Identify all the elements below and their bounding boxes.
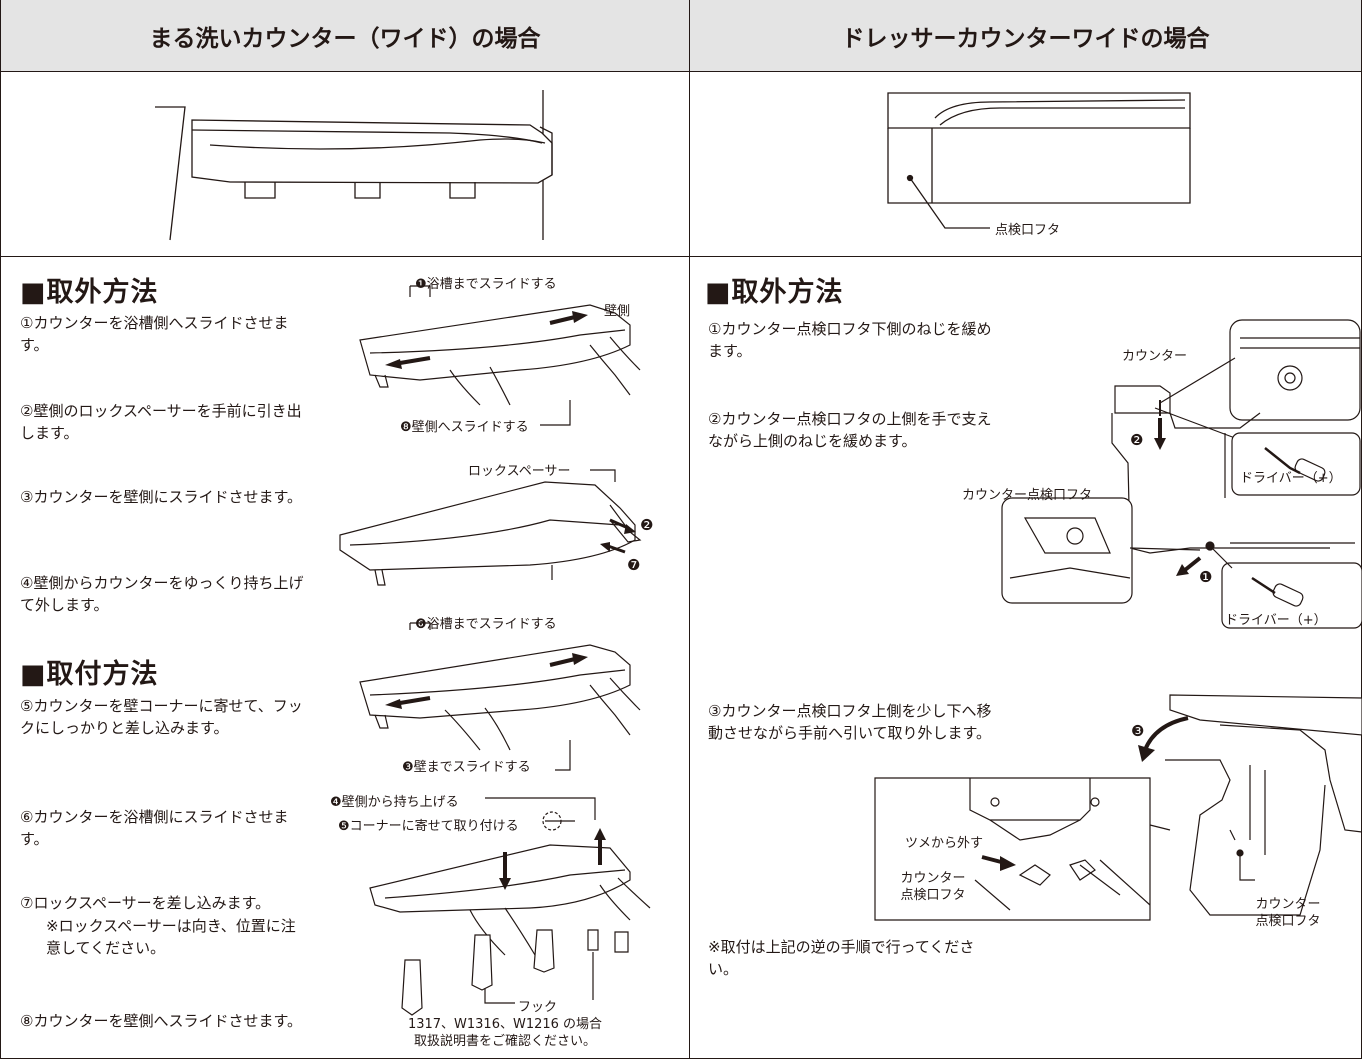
small-lid-label: カウンター 点検口フタ — [893, 870, 973, 904]
slide-to-wall-8-label: ❽壁側へスライドする — [400, 420, 529, 435]
counter-inspection-lid-label: カウンター点検口フタ — [962, 488, 1093, 503]
model-note-line-2: 取扱説明書をご確認ください。 — [413, 1034, 596, 1049]
number-2-label: ❷ — [640, 516, 654, 534]
inspection-lid-label: 点検口フタ — [995, 223, 1061, 238]
attach-corner-5-label: ❺コーナーに寄せて取り付ける — [338, 819, 519, 834]
left-step-6: ⑥カウンターを浴槽側にスライドさせます。 — [20, 808, 289, 848]
lock-spacer-label: ロックスペーサー — [468, 464, 571, 479]
slide-to-wall-3-label: ❸壁までスライドする — [402, 760, 531, 775]
left-column-header: まる洗いカウンター（ワイド）の場合 — [1, 0, 689, 72]
remove-from-claw-label: ツメから外す — [905, 836, 984, 851]
slide-to-wall-illustration — [340, 610, 670, 775]
right-removal-title: ■取外方法 — [705, 277, 844, 308]
right-step-2: ②カウンター点検口フタの上側を手で支えながら上側のねじを緩めます。 — [708, 410, 992, 450]
left-header-text: まる洗いカウンター（ワイド）の場合 — [149, 25, 541, 52]
right-number-2: ❷ — [1130, 431, 1144, 449]
left-step-3: ③カウンターを壁側にスライドさせます。 — [20, 488, 302, 506]
right-lid-label-line-1: カウンター — [1255, 897, 1321, 912]
right-number-3: ❸ — [1131, 722, 1145, 740]
attach-hook-illustration — [330, 790, 660, 1020]
right-number-1: ❶ — [1199, 568, 1213, 586]
small-lid-label-line-2: 点検口フタ — [900, 888, 966, 903]
column-divider — [689, 0, 690, 1059]
screwdriver-label-1: ドライバー（+） — [1240, 471, 1342, 486]
right-lid-label: カウンター 点検口フタ — [1248, 896, 1328, 930]
slide-to-tub-1-label: ❶浴槽までスライドする — [415, 277, 557, 292]
left-install-title: ■取付方法 — [20, 659, 159, 690]
right-column-header: ドレッサーカウンターワイドの場合 — [690, 0, 1361, 72]
number-7-label: ❼ — [627, 556, 641, 574]
right-header-text: ドレッサーカウンターワイドの場合 — [841, 25, 1210, 52]
slide-to-tub-illustration — [340, 275, 670, 435]
left-step-8: ⑧カウンターを壁側へスライドさせます。 — [20, 1012, 302, 1030]
model-note: 1317、W1316、W1216 の場合 取扱説明書をご確認ください。 — [355, 1016, 655, 1050]
left-step-4: ④壁側からカウンターをゆっくり持ち上げて外します。 — [20, 574, 304, 614]
lid-removal-illustration — [870, 690, 1362, 940]
right-step-3: ③カウンター点検口フタ上側を少し下へ移動させながら手前へ引いて取り外します。 — [708, 702, 992, 742]
model-note-line-1: 1317、W1316、W1216 の場合 — [407, 1017, 603, 1032]
row-divider — [0, 256, 1362, 257]
left-removal-title: ■取外方法 — [20, 277, 159, 308]
small-lid-label-line-1: カウンター — [900, 871, 966, 886]
counter-wide-illustration — [150, 85, 570, 245]
left-step-2: ②壁側のロックスペーサーを手前に引き出します。 — [20, 402, 302, 442]
left-step-5: ⑤カウンターを壁コーナーに寄せて、フックにしっかりと差し込みます。 — [20, 697, 303, 737]
left-step-1: ①カウンターを浴槽側へスライドさせます。 — [20, 314, 289, 354]
lock-spacer-illustration — [330, 470, 660, 580]
right-lid-label-line-2: 点検口フタ — [1255, 914, 1321, 929]
left-step-7-note: ※ロックスペーサーは向き、位置に注意してください。 — [46, 917, 296, 957]
screw-removal-illustration — [1000, 318, 1362, 633]
lift-from-wall-4-label: ❹壁側から持ち上げる — [330, 795, 459, 810]
wall-side-label: 壁側 — [604, 304, 631, 319]
right-step-1: ①カウンター点検口フタ下側のねじを緩めます。 — [708, 320, 992, 360]
dresser-counter-illustration — [880, 88, 1200, 238]
left-step-7: ⑦ロックスペーサーを差し込みます。 — [20, 894, 271, 912]
right-step-note: ※取付は上記の逆の手順で行ってください。 — [708, 938, 975, 978]
hook-label: フック — [518, 1000, 558, 1015]
counter-label: カウンター — [1122, 349, 1188, 364]
slide-to-tub-6-label: ❻浴槽までスライドする — [415, 617, 557, 632]
screwdriver-label-2: ドライバー（+） — [1225, 613, 1327, 628]
